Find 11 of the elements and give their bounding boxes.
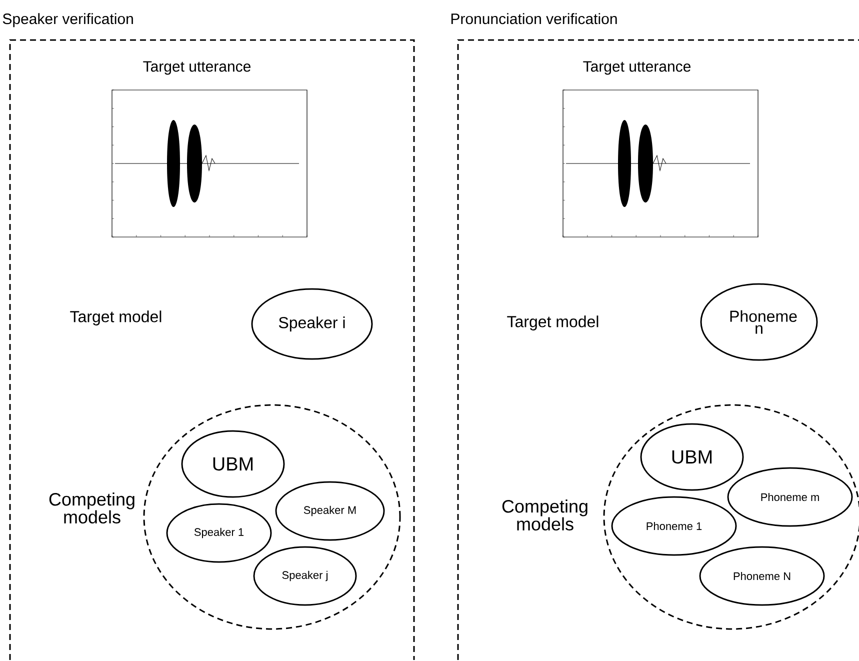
row-label: Target model	[507, 316, 598, 330]
panel-heading: Pronunciation verification	[451, 13, 617, 24]
row-label: Target utterance	[583, 61, 691, 75]
row-label: Competing models	[502, 500, 588, 530]
row-label: Competing models	[49, 492, 134, 524]
panel-heading: Speaker verification	[2, 13, 133, 28]
row-label: Target model	[70, 310, 162, 326]
panel-frame	[457, 39, 859, 660]
group-circle	[143, 404, 401, 630]
panel-frame	[9, 39, 415, 660]
row-label: Target utterance	[143, 61, 250, 75]
